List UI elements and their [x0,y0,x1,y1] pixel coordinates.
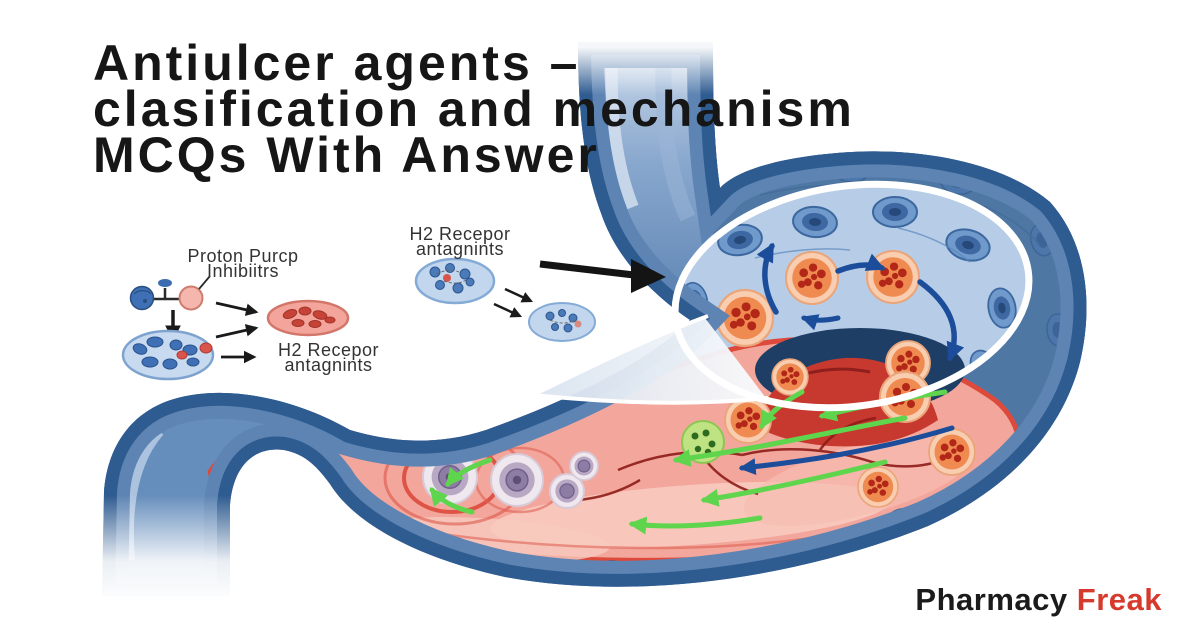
small-pink-cell [178,285,204,311]
ppi-label-line-2: Inhibiitrs [206,261,280,281]
h2mid-label-line-2: antagnints [415,239,505,259]
h2mid-label-line-1: H2 Recepor [409,224,511,244]
title-line-1: Antiulcer agents – [93,35,581,91]
black-arrow-icon [215,301,259,364]
h2-cell-large [414,257,496,305]
h2-cell-small [528,302,596,342]
red-blood-cell-cluster [266,299,350,337]
crater-2 [490,453,544,507]
label-pointer-line [198,275,211,290]
title-line-3: MCQs With Answer [93,127,600,183]
crater-3 [549,473,585,509]
label-h2-receptor-antagonists-left: H2 Recepor antagnints [256,340,401,375]
brand-logo: Pharmacy Freak [915,584,1162,615]
label-proton-pump-inhibitors: Proton Purcp Inhibiitrs [158,246,328,281]
title-line-2: clasification and mechanism [93,81,855,137]
h2-diagram [414,257,666,342]
crater-4 [569,451,599,481]
drug-molecule-icon [158,279,172,287]
green-flow-arrow-icon [429,389,948,535]
magnifier-ring [671,180,1033,412]
duodenum-fade [70,495,265,628]
h2left-label-line-2: antagnints [284,355,373,375]
magnifier-circle [532,180,1033,412]
inhibition-t-icon [151,288,181,301]
page-title: Antiulcer agents – clasification and mec… [93,35,855,183]
esophagus-fade [535,0,750,95]
small-blue-cell [129,285,155,311]
h2left-label-line-1: H2 Recepor [277,340,380,360]
brand-name: Pharmacy [915,582,1068,617]
ppi-label-line-1: Proton Purcp [187,246,299,266]
ppi-diagram [121,275,350,381]
brand-accent: Freak [1076,582,1162,617]
black-arrow-icon [493,287,534,318]
label-h2-receptor-antagonists-mid: H2 Recepor antagnints [375,224,545,259]
big-black-arrow-icon [539,259,666,293]
parietal-cell [121,329,215,381]
magnifier-wedge [533,318,766,404]
blue-flow-arrow-icon [738,242,965,476]
